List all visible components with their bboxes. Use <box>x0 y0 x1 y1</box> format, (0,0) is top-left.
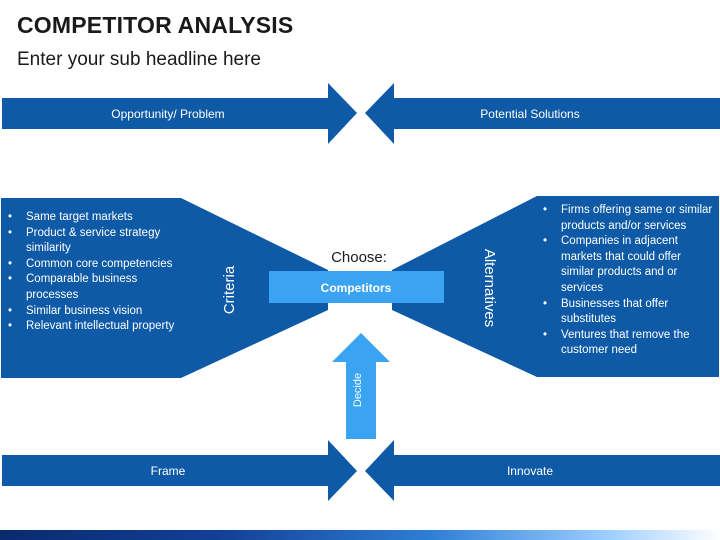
competitors-label: Competitors <box>321 281 392 295</box>
alternatives-item: Companies in adjacent markets that could… <box>537 234 717 296</box>
criteria-item: Relevant intellectual property <box>2 319 180 335</box>
alternatives-item: Ventures that remove the customer need <box>537 328 717 359</box>
criteria-funnel <box>181 198 328 378</box>
innovate-label: Innovate <box>507 464 553 478</box>
criteria-item: Same target markets <box>2 210 180 226</box>
page-title: COMPETITOR ANALYSIS <box>17 12 294 38</box>
criteria-list: Same target markets Product & service st… <box>2 210 180 335</box>
choose-label: Choose: <box>331 249 387 266</box>
solutions-arrow <box>365 83 720 144</box>
criteria-label: Criteria <box>221 265 238 314</box>
alternatives-label: Alternatives <box>481 249 498 327</box>
frame-arrow <box>2 440 357 501</box>
alternatives-list: Firms offering same or similar products … <box>537 203 717 359</box>
criteria-item: Product & service strategy similarity <box>2 226 180 257</box>
alternatives-item: Businesses that offer substitutes <box>537 297 717 328</box>
opportunity-arrow <box>2 83 357 144</box>
competitors-box <box>269 271 444 303</box>
innovate-arrow <box>365 440 720 501</box>
criteria-item: Similar business vision <box>2 304 180 320</box>
criteria-item: Comparable business processes <box>2 272 180 303</box>
solutions-label: Potential Solutions <box>480 107 579 121</box>
decide-label: Decide <box>352 373 364 407</box>
alternatives-item: Firms offering same or similar products … <box>537 203 717 234</box>
frame-label: Frame <box>151 464 186 478</box>
footer-gradient-bar <box>0 530 720 540</box>
criteria-item: Common core competencies <box>2 257 180 273</box>
page-subtitle: Enter your sub headline here <box>17 49 261 70</box>
decide-arrow <box>332 333 390 439</box>
opportunity-label: Opportunity/ Problem <box>111 107 224 121</box>
alternatives-funnel <box>392 196 537 377</box>
